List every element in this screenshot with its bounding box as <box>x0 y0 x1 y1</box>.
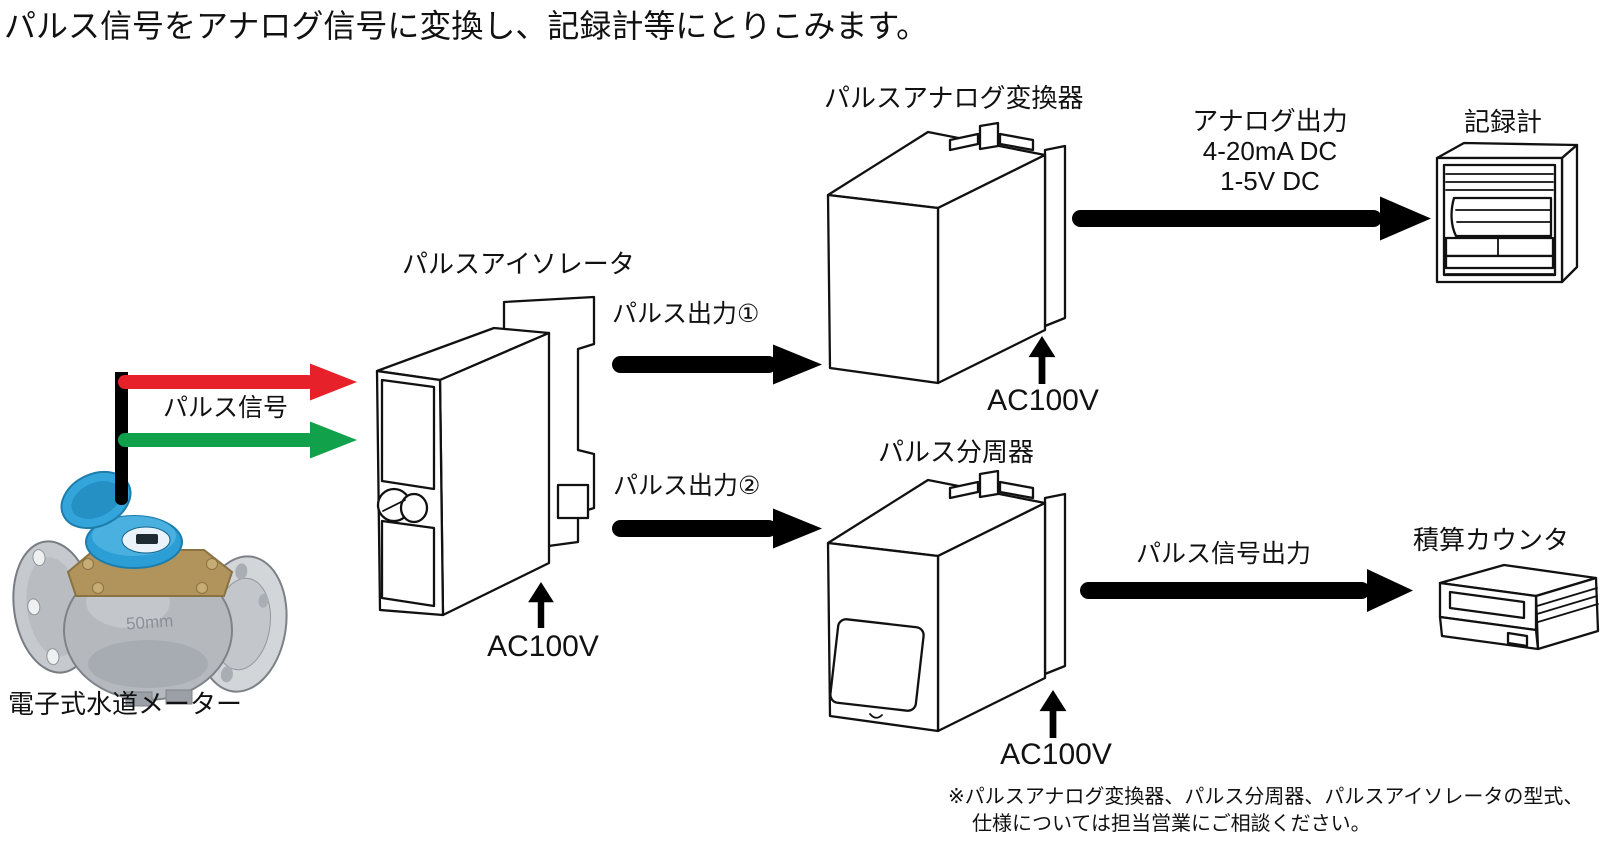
green-arrow-icon <box>118 421 357 459</box>
up-arrow-icon <box>1028 336 1056 384</box>
counter-label: 積算カウンタ <box>1413 525 1570 555</box>
converter-power-label: AC100V <box>987 384 1099 417</box>
divider-label: パルス分周器 <box>878 437 1035 467</box>
analog-output-spec-2: 1-5V DC <box>1220 166 1320 196</box>
analog-output-label: アナログ出力 <box>1192 106 1348 136</box>
meter-marking-label: 50mm <box>125 611 173 633</box>
pulse-isolator-illustration <box>375 295 596 617</box>
converter-illustration <box>826 121 1067 385</box>
isolator-power-label: AC100V <box>487 630 599 663</box>
red-arrow-icon <box>118 363 357 401</box>
footnote-line-1: ※パルスアナログ変換器、パルス分周器、パルスアイソレータの型式、 <box>948 786 1584 808</box>
recorder-illustration <box>1435 141 1579 284</box>
black-arrow-icon <box>1072 196 1431 241</box>
black-arrow-icon <box>612 508 822 549</box>
up-arrow-icon <box>1039 690 1067 738</box>
divider-illustration <box>826 469 1067 733</box>
counter-illustration <box>1438 563 1600 651</box>
recorder-label: 記録計 <box>1464 107 1543 137</box>
black-arrow-icon <box>612 344 822 385</box>
pulse-signal-label: パルス信号 <box>163 394 289 422</box>
water-meter-image: 50mm <box>12 470 288 707</box>
pulse-isolator-label: パルスアイソレータ <box>402 249 635 279</box>
converter-label: パルスアナログ変換器 <box>824 83 1084 113</box>
pulse-output-2-label: パルス出力② <box>613 472 761 500</box>
analog-output-spec-1: 4-20mA DC <box>1202 136 1338 166</box>
divider-power-label: AC100V <box>1000 738 1112 771</box>
diagram-title: パルス信号をアナログ信号に変換し、記録計等にとりこみます。 <box>4 8 929 44</box>
footnote-line-2: 仕様については担当営業にご相談ください。 <box>972 813 1371 835</box>
up-arrow-icon <box>528 582 554 628</box>
pulse-output-1-label: パルス出力① <box>612 300 760 328</box>
water-meter-label: 電子式水道メーター <box>8 689 243 719</box>
black-arrow-icon <box>1080 569 1413 612</box>
pulse-signal-output-label: パルス信号出力 <box>1136 540 1312 568</box>
